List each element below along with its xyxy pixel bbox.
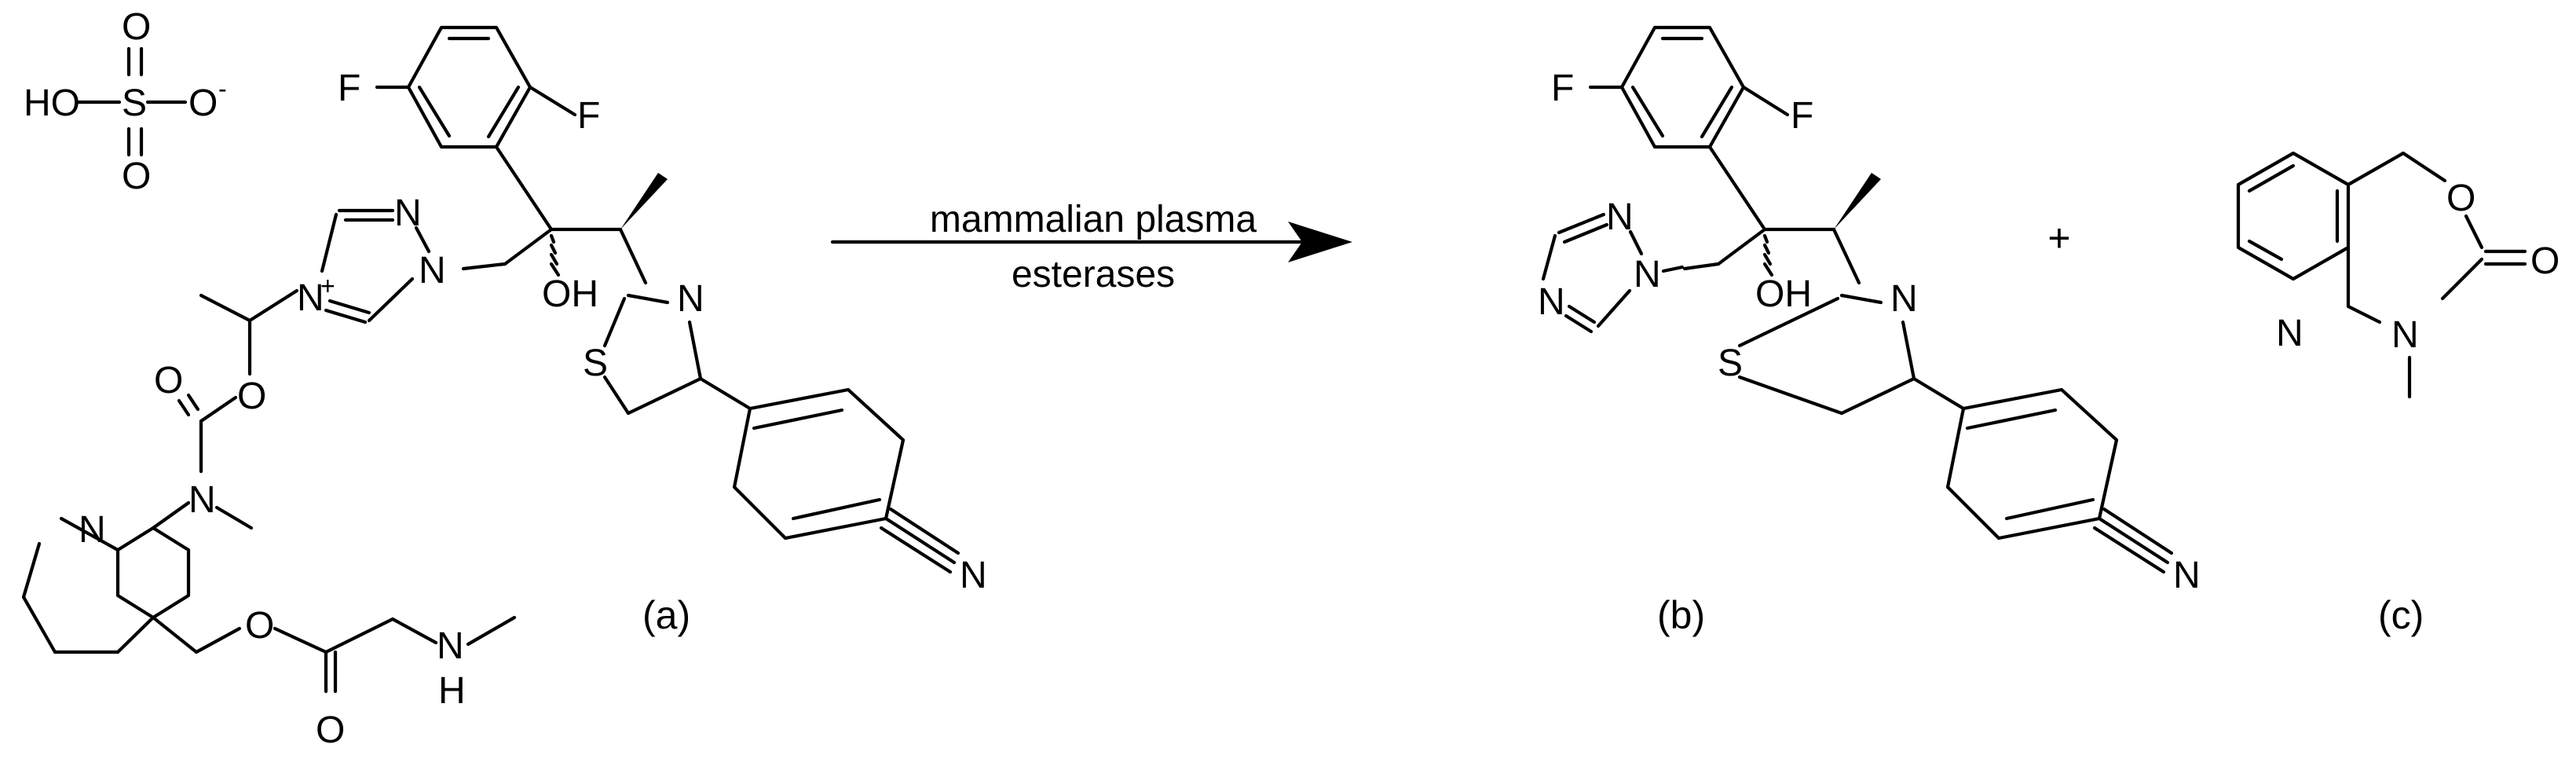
atom-label-f: F (1791, 95, 1813, 137)
reaction-arrow (830, 222, 1352, 262)
compound-a-structure: F F OH N N N + O O N (21, 25, 987, 751)
atom-label-o: O (316, 709, 345, 751)
compound-label-a: (a) (642, 593, 690, 637)
atom-label-n: N (1890, 278, 1918, 320)
atom-label-n: N (419, 250, 446, 291)
charge-minus: - (218, 75, 227, 103)
atom-label-n: N (188, 479, 216, 521)
atom-label-n: N (2391, 314, 2419, 356)
atom-label-f: F (1551, 68, 1574, 109)
atom-label-n: N (2276, 313, 2303, 354)
atom-label-ho: HO (24, 82, 80, 124)
compound-label-b: (b) (1657, 593, 1705, 637)
atom-label-n: N (1606, 196, 1634, 238)
atom-label-n: N (960, 555, 987, 596)
atom-label-n: N (1634, 254, 1661, 295)
atom-label-o: O (2530, 240, 2560, 282)
plus-sign: + (2047, 216, 2070, 260)
atom-label-o: O (245, 605, 274, 647)
compound-b-structure: F F OH N N N S N (1538, 25, 2201, 596)
atom-label-f: F (338, 68, 360, 109)
atom-label-n: N (297, 277, 324, 319)
atom-label-o: O (237, 376, 266, 417)
atom-label-oh: OH (1755, 273, 1812, 315)
reaction-conditions-line-2: esterases (1012, 254, 1175, 295)
atom-label-n: N (394, 192, 422, 234)
atom-label-o: O (122, 6, 151, 48)
atom-label-n: N (677, 278, 704, 320)
atom-label-n: N (437, 625, 464, 667)
atom-label-o: O (154, 360, 183, 401)
atom-label-s: S (122, 82, 147, 124)
hydrogen-sulfate-counterion: HO S O - O O (24, 6, 227, 197)
atom-label-h: H (438, 670, 466, 712)
reaction-conditions-line-1: mammalian plasma (930, 199, 1257, 240)
atom-label-n: N (1538, 281, 1565, 323)
charge-plus: + (320, 272, 335, 300)
atom-label-o: O (122, 156, 151, 197)
atom-label-o: O (2446, 178, 2475, 219)
atom-label-n: N (79, 509, 106, 551)
atom-label-n: N (2173, 555, 2201, 596)
compound-label-c: (c) (2378, 593, 2424, 637)
atom-label-f: F (577, 95, 600, 137)
atom-label-oh: OH (542, 273, 598, 315)
compound-c-structure: N O O N (2236, 151, 2560, 399)
atom-label-o: O (188, 82, 218, 124)
